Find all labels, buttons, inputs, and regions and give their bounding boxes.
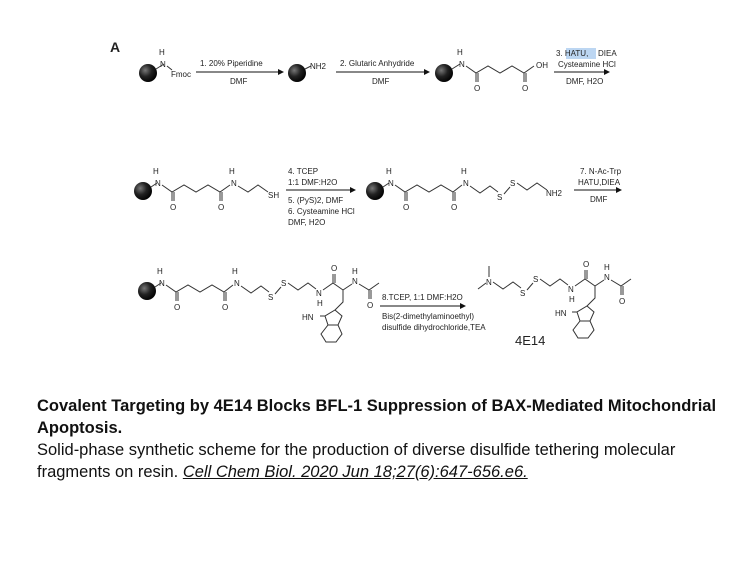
svg-text:H: H bbox=[457, 48, 463, 57]
svg-text:N: N bbox=[316, 289, 322, 298]
svg-text:Bis(2-dimethylaminoethyl): Bis(2-dimethylaminoethyl) bbox=[382, 312, 474, 321]
svg-text:O: O bbox=[331, 264, 337, 273]
svg-text:4. TCEP: 4. TCEP bbox=[288, 167, 318, 176]
svg-text:H: H bbox=[386, 167, 392, 176]
svg-text:S: S bbox=[520, 289, 525, 298]
arrow-step-8: 8.TCEP, 1:1 DMF:H2O Bis(2-dimethylaminoe… bbox=[380, 293, 486, 332]
svg-text:N: N bbox=[604, 273, 610, 282]
svg-text:6. Cysteamine HCl: 6. Cysteamine HCl bbox=[288, 207, 355, 216]
svg-text:N: N bbox=[159, 279, 165, 288]
svg-text:7. N-Ac-Trp: 7. N-Ac-Trp bbox=[580, 167, 622, 176]
svg-text:1. 20% Piperidine: 1. 20% Piperidine bbox=[200, 59, 263, 68]
svg-text:O: O bbox=[403, 203, 409, 212]
resin-acetyl-trp-conjugate: H N O O H N S S N H O N H O HN bbox=[138, 264, 380, 343]
arrow-step-1: 1. 20% Piperidine DMF bbox=[196, 59, 284, 86]
svg-text:S: S bbox=[281, 279, 286, 288]
svg-text:O: O bbox=[170, 203, 176, 212]
product-4e14: N S S N H O N H O HN bbox=[477, 260, 632, 339]
resin-fmoc: H N Fmoc bbox=[139, 48, 191, 82]
svg-text:DIEA: DIEA bbox=[598, 49, 617, 58]
svg-text:H: H bbox=[461, 167, 467, 176]
svg-text:SH: SH bbox=[268, 191, 279, 200]
svg-text:N: N bbox=[568, 285, 574, 294]
svg-text:O: O bbox=[367, 301, 373, 310]
product-label: 4E14 bbox=[515, 333, 545, 348]
svg-text:O: O bbox=[451, 203, 457, 212]
svg-text:S: S bbox=[533, 275, 538, 284]
svg-text:S: S bbox=[497, 193, 502, 202]
caption-body: Solid-phase synthetic scheme for the pro… bbox=[37, 441, 676, 481]
svg-text:N: N bbox=[160, 60, 166, 69]
svg-text:N: N bbox=[463, 179, 469, 188]
svg-text:HN: HN bbox=[555, 309, 567, 318]
citation-link[interactable]: Cell Chem Biol. 2020 Jun 18;27(6):647-65… bbox=[182, 463, 528, 481]
svg-text:3. HATU,: 3. HATU, bbox=[556, 49, 588, 58]
hatu-highlight bbox=[566, 48, 596, 59]
svg-text:H: H bbox=[604, 263, 610, 272]
arrow-steps-4-6: 4. TCEP 1:1 DMF:H2O 5. (PyS)2, DMF 6. Cy… bbox=[286, 167, 356, 227]
svg-text:H: H bbox=[352, 267, 358, 276]
svg-text:O: O bbox=[222, 303, 228, 312]
svg-text:O: O bbox=[522, 84, 528, 93]
resin-cysteamine-thiol: H N O O H N SH bbox=[134, 167, 279, 212]
svg-text:HN: HN bbox=[302, 313, 314, 322]
resin-bead bbox=[435, 64, 453, 82]
svg-text:H: H bbox=[569, 295, 575, 304]
svg-text:8.TCEP, 1:1 DMF:H2O: 8.TCEP, 1:1 DMF:H2O bbox=[382, 293, 463, 302]
svg-text:N: N bbox=[459, 60, 465, 69]
svg-text:DMF: DMF bbox=[230, 77, 247, 86]
svg-text:O: O bbox=[218, 203, 224, 212]
resin-bead bbox=[138, 282, 156, 300]
arrow-step-2: 2. Glutaric Anhydride DMF bbox=[336, 59, 430, 86]
svg-text:NH2: NH2 bbox=[546, 189, 563, 198]
svg-text:N: N bbox=[388, 179, 394, 188]
panel-label: A bbox=[110, 39, 120, 55]
arrow-step-7: 7. N-Ac-Trp HATU,DIEA DMF bbox=[574, 167, 622, 204]
svg-text:N: N bbox=[234, 279, 240, 288]
svg-text:S: S bbox=[510, 179, 515, 188]
resin-disulfide-amine: H N O O H N S S NH2 bbox=[366, 167, 563, 212]
svg-text:O: O bbox=[619, 297, 625, 306]
svg-text:N: N bbox=[486, 278, 492, 287]
svg-text:OH: OH bbox=[536, 61, 548, 70]
svg-text:HATU,DIEA: HATU,DIEA bbox=[578, 178, 621, 187]
svg-text:2. Glutaric Anhydride: 2. Glutaric Anhydride bbox=[340, 59, 415, 68]
svg-text:N: N bbox=[231, 179, 237, 188]
svg-text:NH2: NH2 bbox=[310, 62, 327, 71]
svg-text:H: H bbox=[229, 167, 235, 176]
figure-caption: Covalent Targeting by 4E14 Blocks BFL-1 … bbox=[37, 395, 727, 483]
svg-text:DMF: DMF bbox=[590, 195, 607, 204]
svg-text:O: O bbox=[583, 260, 589, 269]
svg-text:5. (PyS)2, DMF: 5. (PyS)2, DMF bbox=[288, 196, 343, 205]
svg-text:O: O bbox=[174, 303, 180, 312]
svg-text:Cysteamine HCl: Cysteamine HCl bbox=[558, 60, 616, 69]
synthesis-scheme: A H N Fmoc 1. 20% Piperidine DMF NH2 2. … bbox=[110, 39, 632, 348]
resin-glutaric-acid: H N O O OH bbox=[435, 48, 548, 93]
svg-text:N: N bbox=[155, 179, 161, 188]
resin-bead bbox=[366, 182, 384, 200]
svg-text:DMF, H2O: DMF, H2O bbox=[566, 77, 603, 86]
resin-bead bbox=[134, 182, 152, 200]
svg-text:H: H bbox=[159, 48, 165, 57]
svg-text:H: H bbox=[317, 299, 323, 308]
arrow-step-3: 3. HATU, DIEA Cysteamine HCl DMF, H2O bbox=[554, 48, 617, 86]
svg-text:H: H bbox=[232, 267, 238, 276]
svg-text:disulfide dihydrochloride,TEA: disulfide dihydrochloride,TEA bbox=[382, 323, 486, 332]
svg-text:DMF: DMF bbox=[372, 77, 389, 86]
svg-text:O: O bbox=[474, 84, 480, 93]
svg-text:1:1 DMF:H2O: 1:1 DMF:H2O bbox=[288, 178, 337, 187]
svg-text:Fmoc: Fmoc bbox=[171, 70, 191, 79]
svg-text:H: H bbox=[153, 167, 159, 176]
resin-amine: NH2 bbox=[288, 62, 327, 82]
svg-text:DMF, H2O: DMF, H2O bbox=[288, 218, 325, 227]
caption-title: Covalent Targeting by 4E14 Blocks BFL-1 … bbox=[37, 397, 717, 437]
svg-text:H: H bbox=[157, 267, 163, 276]
svg-text:S: S bbox=[268, 293, 273, 302]
resin-bead bbox=[139, 64, 157, 82]
resin-bead bbox=[288, 64, 306, 82]
svg-text:N: N bbox=[352, 277, 358, 286]
